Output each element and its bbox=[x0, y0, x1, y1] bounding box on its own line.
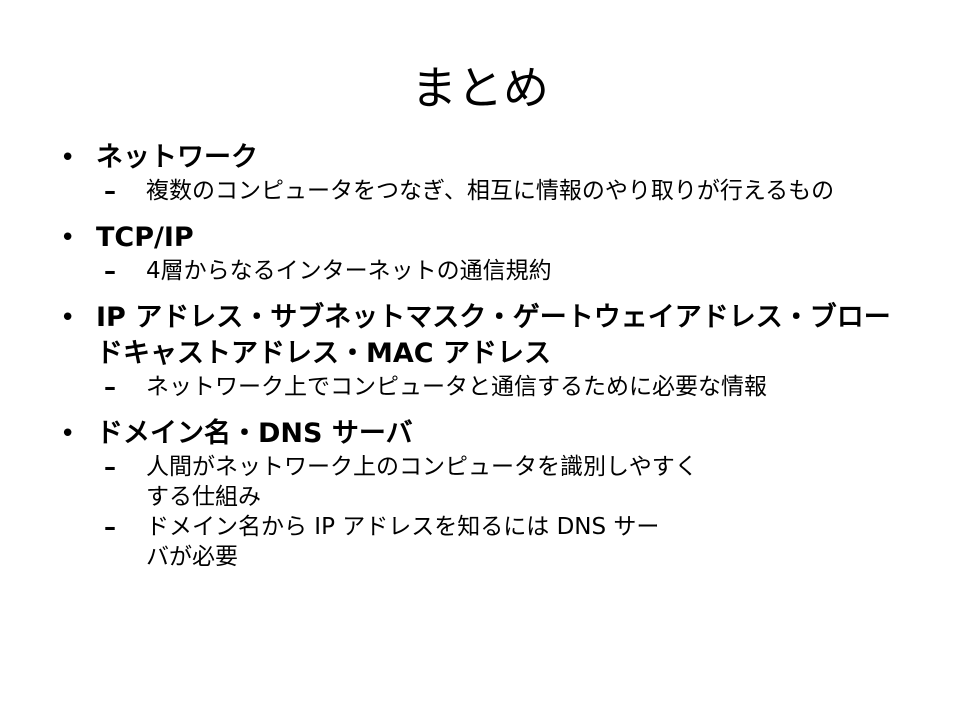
dash-icon: – bbox=[104, 177, 116, 205]
bullet-item-network: • ネットワーク – 複数のコンピュータをつなぎ、相互に情報のやり取りが行えるも… bbox=[60, 140, 910, 206]
bullet-label: IP アドレス・サブネットマスク・ゲートウェイアドレス・ブロードキャストアドレス… bbox=[96, 302, 891, 369]
sub-item: – ネットワーク上でコンピュータと通信するために必要な情報 bbox=[104, 372, 906, 402]
bullet-item-addresses: • IP アドレス・サブネットマスク・ゲートウェイアドレス・ブロードキャストアド… bbox=[60, 300, 910, 402]
bullet-icon: • bbox=[60, 419, 76, 449]
sub-item: – 人間がネットワーク上のコンピュータを識別しやすくする仕組み bbox=[104, 452, 706, 512]
dash-icon: – bbox=[104, 453, 116, 481]
sub-item-text: 人間がネットワーク上のコンピュータを識別しやすくする仕組み bbox=[146, 454, 698, 510]
dash-icon: – bbox=[104, 373, 116, 401]
sub-item: – 複数のコンピュータをつなぎ、相互に情報のやり取りが行えるもの bbox=[104, 176, 906, 206]
bullet-label: ドメイン名・DNS サーバ bbox=[96, 418, 413, 449]
sub-item: – 4層からなるインターネットの通信規約 bbox=[104, 256, 910, 286]
sub-item-text: ドメイン名から IP アドレスを知るには DNS サーバが必要 bbox=[146, 514, 660, 570]
bullet-label: TCP/IP bbox=[96, 222, 194, 253]
bullet-item-dns: • ドメイン名・DNS サーバ – 人間がネットワーク上のコンピュータを識別しや… bbox=[60, 416, 910, 572]
dash-icon: – bbox=[104, 513, 116, 541]
dash-icon: – bbox=[104, 257, 116, 285]
bullet-label: ネットワーク bbox=[96, 142, 258, 173]
bullet-icon: • bbox=[60, 223, 76, 253]
bullet-item-tcpip: • TCP/IP – 4層からなるインターネットの通信規約 bbox=[60, 220, 910, 286]
sub-item: – ドメイン名から IP アドレスを知るには DNS サーバが必要 bbox=[104, 512, 666, 572]
bullet-icon: • bbox=[60, 143, 76, 173]
bullet-icon: • bbox=[60, 303, 76, 333]
sub-item-text: 4層からなるインターネットの通信規約 bbox=[146, 258, 552, 284]
sub-item-text: 複数のコンピュータをつなぎ、相互に情報のやり取りが行えるもの bbox=[146, 178, 835, 204]
slide-title: まとめ bbox=[411, 61, 549, 115]
slide-content: • ネットワーク – 複数のコンピュータをつなぎ、相互に情報のやり取りが行えるも… bbox=[60, 140, 910, 580]
sub-item-text: ネットワーク上でコンピュータと通信するために必要な情報 bbox=[146, 374, 767, 400]
